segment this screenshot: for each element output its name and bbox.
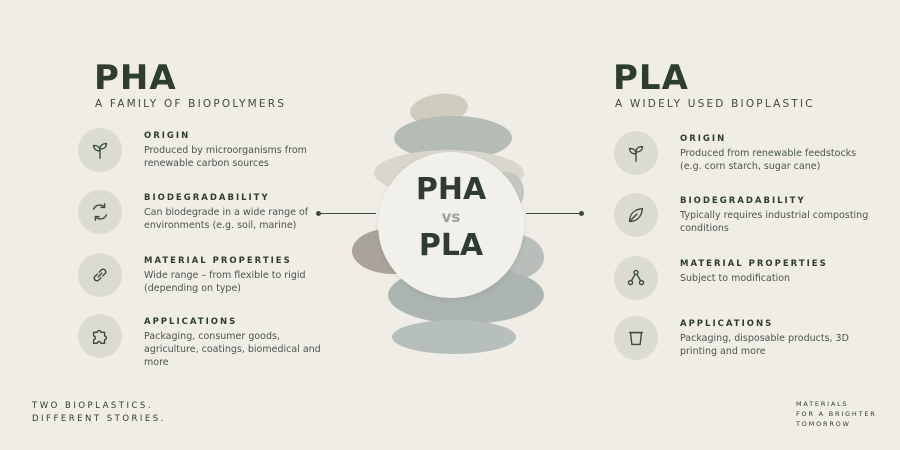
item-heading: BIODEGRADABILITY	[144, 193, 270, 203]
item-heading: APPLICATIONS	[144, 317, 238, 327]
item-text: Subject to modification	[680, 273, 791, 284]
pla-origin-item: ORIGIN Produced from renewable feedstock…	[614, 131, 864, 187]
item-heading: BIODEGRADABILITY	[680, 196, 806, 206]
pha-biodegradability-item: BIODEGRADABILITY Can biodegrade in a wid…	[78, 190, 328, 246]
vs-badge: PHA vs PLA	[378, 152, 524, 298]
item-heading: MATERIAL PROPERTIES	[680, 259, 828, 269]
pha-title: PHA	[94, 58, 177, 98]
item-heading: ORIGIN	[680, 134, 727, 144]
tagline-right: MATERIALS FOR A BRIGHTER TOMORROW	[796, 399, 877, 429]
item-text: Packaging, disposable products, 3D print…	[680, 333, 849, 357]
puzzle-piece-icon	[78, 314, 122, 358]
pha-subtitle: A FAMILY OF BIOPOLYMERS	[95, 98, 287, 110]
pla-title: PLA	[613, 58, 689, 98]
item-text: Produced by microorganisms from renewabl…	[144, 145, 307, 169]
item-text: Packaging, consumer goods, agriculture, …	[144, 331, 321, 368]
pla-subtitle: A WIDELY USED BIOPLASTIC	[615, 98, 815, 110]
right-connector-line	[526, 213, 582, 214]
leaf-icon	[614, 193, 658, 237]
pla-material-properties-item: MATERIAL PROPERTIES Subject to modificat…	[614, 256, 864, 312]
vs-bottom-label: PLA	[418, 228, 484, 263]
item-text: Wide range – from flexible to rigid (dep…	[144, 270, 306, 294]
tagline-line: TOMORROW	[796, 420, 851, 428]
item-text: Can biodegrade in a wide range of enviro…	[144, 207, 309, 231]
pha-applications-item: APPLICATIONS Packaging, consumer goods, …	[78, 314, 328, 370]
tagline-line: MATERIALS	[796, 400, 849, 408]
item-heading: APPLICATIONS	[680, 319, 774, 329]
item-text: Typically requires industrial composting…	[680, 210, 869, 234]
pha-material-properties-item: MATERIAL PROPERTIES Wide range – from fl…	[78, 253, 328, 309]
pha-origin-item: ORIGIN Produced by microorganisms from r…	[78, 128, 328, 184]
cycle-arrows-icon	[78, 190, 122, 234]
tagline-left: TWO BIOPLASTICS. DIFFERENT STORIES.	[32, 400, 166, 426]
right-connector-dot	[579, 211, 584, 216]
pla-applications-item: APPLICATIONS Packaging, disposable produ…	[614, 316, 864, 372]
tagline-line: TWO BIOPLASTICS.	[32, 401, 154, 411]
tagline-line: FOR A BRIGHTER	[796, 410, 877, 418]
cup-icon	[614, 316, 658, 360]
item-heading: MATERIAL PROPERTIES	[144, 256, 292, 266]
chain-link-icon	[78, 253, 122, 297]
stone	[392, 320, 516, 354]
tagline-line: DIFFERENT STORIES.	[32, 414, 166, 424]
item-text: Produced from renewable feedstocks (e.g.…	[680, 148, 857, 172]
sprout-icon	[78, 128, 122, 172]
vs-label: vs	[441, 208, 461, 226]
left-connector-dot	[316, 211, 321, 216]
sprout-icon	[614, 131, 658, 175]
left-connector-line	[320, 213, 376, 214]
molecule-icon	[614, 256, 658, 300]
vs-top-label: PHA	[415, 172, 487, 207]
pla-biodegradability-item: BIODEGRADABILITY Typically requires indu…	[614, 193, 868, 249]
item-heading: ORIGIN	[144, 131, 191, 141]
